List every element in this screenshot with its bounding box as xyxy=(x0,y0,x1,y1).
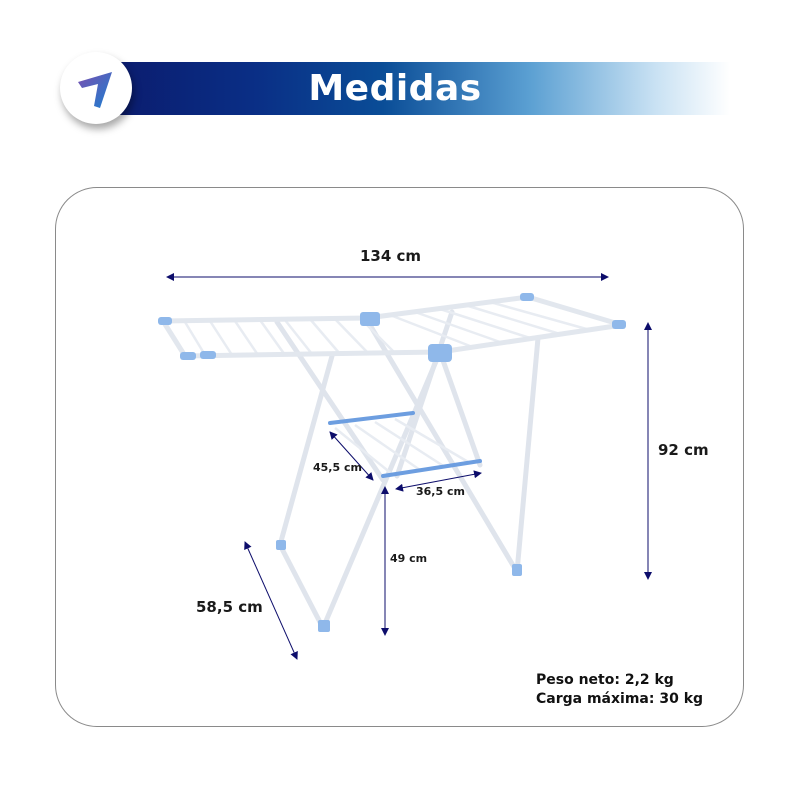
shelf-depth-arrow xyxy=(329,431,374,481)
max-load: Carga máxima: 30 kg xyxy=(536,691,704,707)
width-label: 134 cm xyxy=(360,247,422,265)
shelf-depth-label: 45,5 cm xyxy=(313,461,362,474)
shelf-height-label: 49 cm xyxy=(390,552,428,565)
page-title: Medidas xyxy=(308,68,482,109)
shelf-width-arrow xyxy=(395,470,482,492)
height-label: 92 cm xyxy=(658,441,709,459)
logo-arrow-icon xyxy=(78,72,112,108)
shelf-width-label: 36,5 cm xyxy=(416,485,465,498)
net-weight: Peso neto: 2,2 kg xyxy=(536,672,674,688)
header-banner xyxy=(100,62,730,115)
brand-logo xyxy=(60,52,132,124)
rack-rails xyxy=(160,294,625,359)
base-depth-arrow xyxy=(244,541,298,660)
dimensions-card xyxy=(55,187,744,727)
base-depth-label: 58,5 cm xyxy=(196,598,263,616)
